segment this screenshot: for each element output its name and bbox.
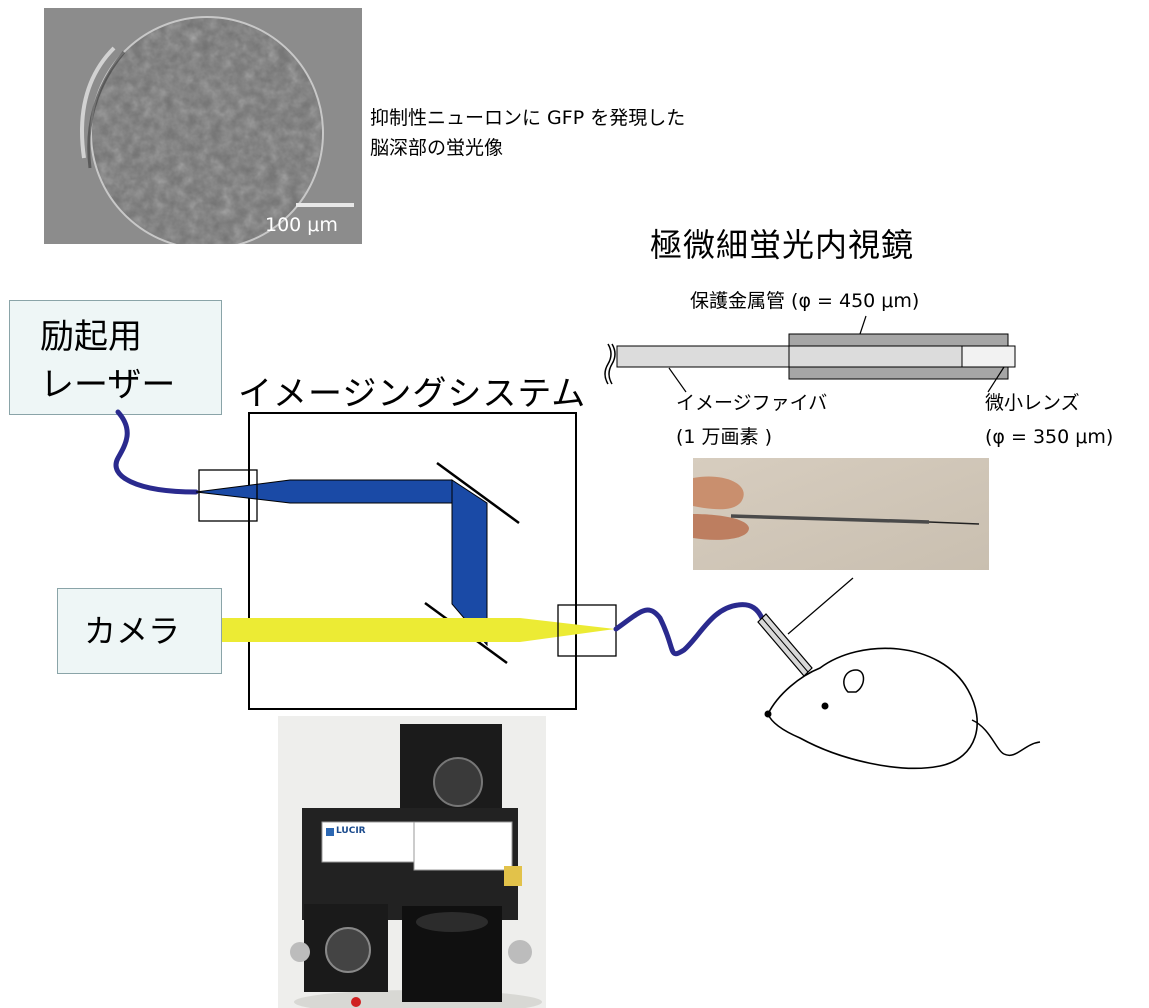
- mouse-ear: [843, 669, 865, 693]
- micrograph-image: [44, 8, 362, 244]
- endoscope-assembly: [604, 315, 1016, 393]
- mouse-eye: [821, 702, 829, 710]
- imaging-system-label: イメージングシステム: [238, 374, 587, 414]
- mouse-body: [767, 647, 978, 769]
- endoscope-title: 極微細蛍光内視鏡: [650, 226, 915, 264]
- tube-leader-line: [859, 315, 867, 335]
- excitation-beam-horizontal: [195, 479, 453, 504]
- device-label-plate: [321, 821, 417, 863]
- mouse-nose: [764, 710, 772, 718]
- camera-label: カメラ: [84, 612, 181, 650]
- device-logo-text: LUCIR: [336, 826, 366, 836]
- fiber-leader-line: [668, 367, 687, 393]
- endoscope-photo-image: [693, 458, 989, 570]
- caption-line-1: 抑制性ニューロンに GFP を発現した: [370, 107, 686, 129]
- excitation-beam-vertical: [451, 479, 488, 647]
- endoscope-photo: [693, 458, 989, 570]
- micro-lens-label-line-1: 微小レンズ: [985, 392, 1080, 414]
- lens-leader-line: [987, 366, 1005, 393]
- mouse-tail: [971, 719, 1041, 757]
- image-fiber-label: イメージファイバ (1 万画素 ): [676, 386, 827, 454]
- laser-label-line-2: レーザー: [40, 365, 176, 405]
- imaging-device-photo: LUCIR: [278, 716, 546, 1008]
- micro-lens: [961, 345, 1016, 368]
- imaging-system-box: [248, 412, 577, 710]
- caption-line-2: 脳深部の蛍光像: [370, 137, 504, 159]
- excitation-laser-box: 励起用 レーザー: [9, 300, 222, 415]
- image-fiber-label-line-1: イメージファイバ: [676, 392, 828, 414]
- mirror-upper: [436, 461, 520, 525]
- image-fiber-label-line-2: (1 万画素 ): [676, 426, 772, 448]
- laser-coupler: [198, 469, 258, 522]
- scale-bar: [296, 203, 354, 207]
- laser-label-line-1: 励起用: [40, 317, 142, 357]
- fiber-tube-photo: [730, 514, 930, 524]
- endoscope-probe: [757, 613, 815, 685]
- imaging-device-image: [278, 716, 546, 1008]
- finger-bottom: [693, 514, 749, 540]
- break-mark: [604, 343, 612, 385]
- fluorescence-micrograph: 100 μm: [44, 8, 362, 244]
- emission-beam: [222, 618, 615, 642]
- finger-top: [693, 476, 744, 510]
- mouse: [764, 647, 1041, 769]
- scale-bar-label: 100 μm: [265, 214, 338, 236]
- micro-lens-label-line-2: (φ = 350 μm): [985, 426, 1114, 448]
- photo-leader-line: [787, 577, 854, 635]
- micro-lens-label: 微小レンズ (φ = 350 μm): [985, 386, 1113, 454]
- camera-box: カメラ: [57, 588, 222, 674]
- metal-tube-label: 保護金属管 (φ = 450 μm): [690, 290, 920, 312]
- micrograph-caption: 抑制性ニューロンに GFP を発現した 脳深部の蛍光像: [370, 103, 685, 163]
- laser-cable: [113, 409, 199, 495]
- fiber-cable: [613, 602, 765, 657]
